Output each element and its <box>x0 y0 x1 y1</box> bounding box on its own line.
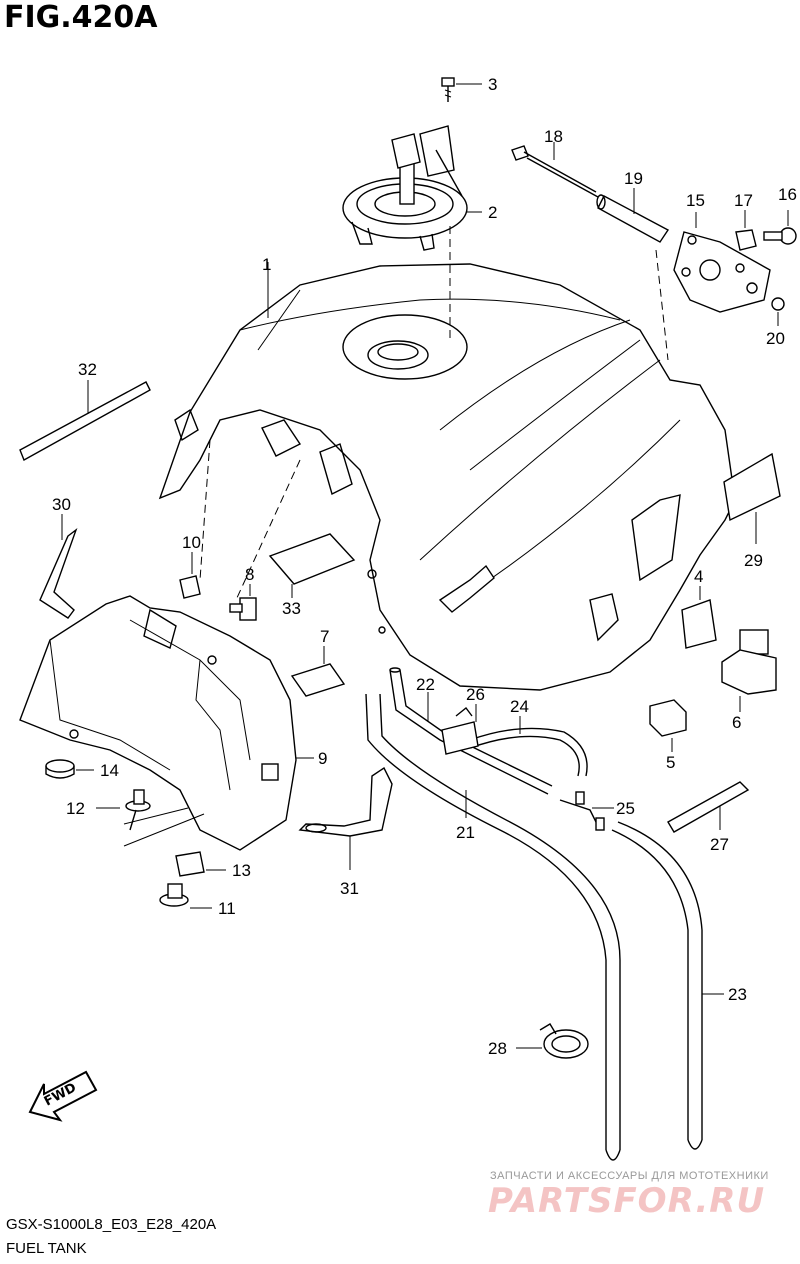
part-17-nut[interactable] <box>735 210 757 251</box>
callout-13: 13 <box>232 861 251 880</box>
part-18-bolt[interactable] <box>511 142 599 198</box>
part-7-pad[interactable] <box>290 646 346 697</box>
callout-20: 20 <box>766 329 785 348</box>
part-4-pad[interactable] <box>681 586 717 649</box>
callout-29: 29 <box>744 551 763 570</box>
part-31-bracket[interactable] <box>298 766 393 870</box>
diagram-code: GSX-S1000L8_E03_E28_420A <box>6 1216 217 1233</box>
part-25-joint[interactable] <box>559 791 614 831</box>
part-30-bracket[interactable] <box>39 514 78 619</box>
callout-6: 6 <box>732 713 741 732</box>
part-6-cushion[interactable] <box>721 629 777 712</box>
part-3-screw[interactable] <box>441 77 482 102</box>
callout-15: 15 <box>686 191 705 210</box>
part-12-bolt[interactable] <box>96 789 151 831</box>
callout-22: 22 <box>416 675 435 694</box>
part-33-sheet[interactable] <box>199 439 356 601</box>
callout-33: 33 <box>282 599 301 618</box>
callout-25: 25 <box>616 799 635 818</box>
callout-1: 1 <box>262 255 271 274</box>
callout-2: 2 <box>488 203 497 222</box>
callout-16: 16 <box>778 185 797 204</box>
part-5-cushion[interactable] <box>649 699 687 752</box>
part-15-bracket[interactable] <box>655 212 771 361</box>
callout-26: 26 <box>466 685 485 704</box>
part-21-hose[interactable] <box>365 693 621 1161</box>
callout-7: 7 <box>320 627 329 646</box>
part-8-bolt[interactable] <box>229 584 257 621</box>
callout-23: 23 <box>728 985 747 1004</box>
part-14-grommet[interactable] <box>45 759 94 779</box>
callout-12: 12 <box>66 799 85 818</box>
callout-28: 28 <box>488 1039 507 1058</box>
part-32-strip[interactable] <box>19 380 151 461</box>
part-20-nut[interactable] <box>771 297 785 326</box>
part-29-sheet[interactable] <box>723 452 781 544</box>
part-22-hose[interactable] <box>389 667 553 795</box>
callout-4: 4 <box>694 567 703 586</box>
part-1-fuel-tank[interactable] <box>158 226 736 691</box>
part-2-fuel-cap[interactable] <box>342 125 482 251</box>
callout-31: 31 <box>340 879 359 898</box>
callout-19: 19 <box>624 169 643 188</box>
part-23-hose[interactable] <box>611 821 724 1150</box>
fwd-arrow-icon: FWD <box>28 1070 98 1122</box>
part-16-bolt[interactable] <box>763 210 797 245</box>
part-26-clamp[interactable] <box>441 704 479 755</box>
watermark-tagline: ЗАПЧАСТИ И АКСЕССУАРЫ ДЛЯ МОТОТЕХНИКИ <box>490 1170 769 1182</box>
figure-title: FIG.420A <box>4 0 158 35</box>
callout-18: 18 <box>544 127 563 146</box>
callout-32: 32 <box>78 360 97 379</box>
part-24-hose[interactable] <box>469 716 588 777</box>
callout-27: 27 <box>710 835 729 854</box>
callout-11: 11 <box>218 899 236 918</box>
callout-17: 17 <box>734 191 753 210</box>
part-28-clip[interactable] <box>516 1023 589 1059</box>
callout-5: 5 <box>666 753 675 772</box>
callout-30: 30 <box>52 495 71 514</box>
callout-3: 3 <box>488 75 497 94</box>
part-13-grommet[interactable] <box>175 851 226 877</box>
callout-10: 10 <box>182 533 201 552</box>
callout-24: 24 <box>510 697 529 716</box>
part-11-collar[interactable] <box>159 883 212 909</box>
watermark-logo: PARTSFOR.RU <box>488 1181 766 1221</box>
part-10-pad[interactable] <box>179 552 201 599</box>
part-19-rubber-rod[interactable] <box>596 188 670 243</box>
diagram-caption: FUEL TANK <box>6 1240 87 1257</box>
callout-21: 21 <box>456 823 475 842</box>
part-27-strap[interactable] <box>667 781 750 833</box>
callout-14: 14 <box>100 761 119 780</box>
part-9-inner-cover[interactable] <box>19 595 314 851</box>
callout-8: 8 <box>245 565 254 584</box>
callout-9: 9 <box>318 749 327 768</box>
